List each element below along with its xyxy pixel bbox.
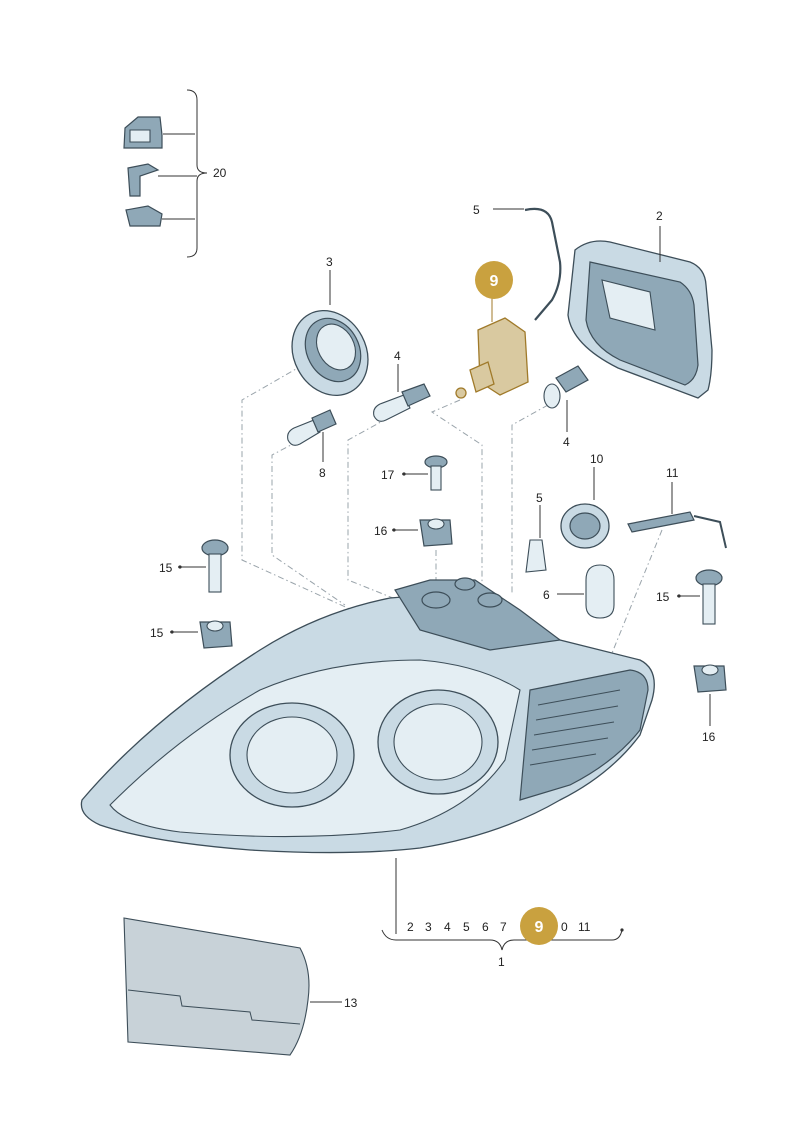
side-marker-11[interactable]: 11 [627,466,727,549]
assembly-item-11: 11 [578,920,591,934]
part-label-4: 4 [563,435,570,449]
rear-cover-2[interactable]: 2 [567,209,713,399]
part-label-5-right: 5 [536,491,543,505]
assembly-contents-row: 2 3 4 5 6 7 9 0 11 1 [381,907,624,969]
assembly-item-6: 6 [482,920,489,934]
part-label-16-right: 16 [702,730,716,744]
highlight-badge-label-top: 9 [490,273,499,290]
assembly-item-3: 3 [425,920,432,934]
screw-17[interactable]: 17 [381,455,448,491]
part-label-16-mid: 16 [374,524,388,538]
headlight-housing-1[interactable] [80,577,655,934]
screw-15-right[interactable]: 15 [656,569,723,625]
bulb-5-upper[interactable]: 4 [373,349,431,422]
assembly-item-4: 4 [444,920,451,934]
part-label-15-right: 15 [656,590,670,604]
socket-8[interactable]: 10 [560,452,610,549]
assembly-item-2: 2 [407,920,414,934]
cap-3[interactable]: 3 [278,255,383,409]
screw-15-left[interactable]: 15 [159,539,229,593]
part-label-8: 10 [590,452,604,466]
assembly-item-7: 7 [500,920,507,934]
assembly-item-5: 5 [463,920,470,934]
bulb-6[interactable]: 6 [543,564,615,619]
part-label-5-upper: 4 [394,349,401,363]
part-label-6: 6 [543,588,550,602]
clip-16-right[interactable]: 16 [693,664,727,744]
actuator-9[interactable]: 9 [455,261,529,399]
assembly-item-0: 0 [561,920,568,934]
part-label-15-left: 15 [159,561,173,575]
bulb-7[interactable]: 8 [287,409,337,480]
part-label-17: 17 [381,468,395,482]
wire-10[interactable]: 5 [473,203,562,321]
part-label-11: 11 [666,466,679,480]
highlight-badge-top [475,261,513,299]
part-label-20: 20 [213,166,227,180]
part-label-10: 5 [473,203,480,217]
part-label-13: 13 [344,996,358,1010]
highlight-badge-row[interactable] [520,907,558,945]
part-label-7: 8 [319,466,326,480]
bracket-set-20[interactable]: 20 [123,89,227,258]
part-label-1: 1 [498,955,505,969]
bulb-5-right[interactable]: 5 [525,491,547,573]
assembly-item-9: 9 [535,919,544,936]
bulb-4[interactable]: 4 [543,365,589,449]
part-label-3: 3 [326,255,333,269]
clip-16-mid[interactable]: 16 [374,518,453,547]
protective-film-13[interactable]: 13 [123,917,358,1056]
clip-16-left[interactable]: 15 [150,620,233,649]
dashed-guide-lines [241,364,663,659]
part-label-2: 2 [656,209,663,223]
part-label-16-left: 15 [150,626,164,640]
